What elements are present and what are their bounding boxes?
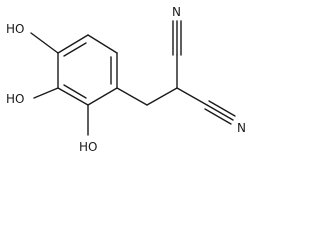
ring-bond-c5-c6: [57, 34, 89, 54]
ring-bond-c3-c4: [57, 87, 89, 106]
lower-triple-bond: [204, 100, 236, 125]
bond-ring-to-ch2: [116, 87, 148, 106]
oh-bottom-label: HO: [79, 140, 97, 154]
bond-ch-to-lower-nitrile-carbon: [176, 87, 208, 106]
nitrile-upper-n-label: N: [172, 5, 181, 19]
ring-double-bond-inner-lower-left: [63, 84, 87, 99]
bond-ring-to-oh-middle: [33, 87, 59, 99]
ring-bond-c6-c1: [87, 34, 118, 54]
lower-triple-bond-line-lower: [204, 108, 232, 125]
bond-ch2-to-ch: [146, 87, 178, 106]
oh-middle-label: HO: [6, 92, 24, 106]
lower-triple-bond-line-center: [206, 104, 234, 121]
lower-triple-bond-line-upper: [208, 100, 236, 117]
bond-ring-to-oh-top: [30, 32, 59, 54]
nitrile-lower-n-label: N: [237, 121, 246, 135]
upper-triple-bond: [172, 20, 182, 56]
ring-double-bond-inner-upper-left: [63, 42, 87, 57]
structure-diagram: HO HO HO N N: [6, 5, 246, 154]
benzene-ring: [57, 34, 118, 106]
oh-top-label: HO: [6, 22, 24, 36]
ring-bond-c2-c3: [87, 87, 118, 106]
